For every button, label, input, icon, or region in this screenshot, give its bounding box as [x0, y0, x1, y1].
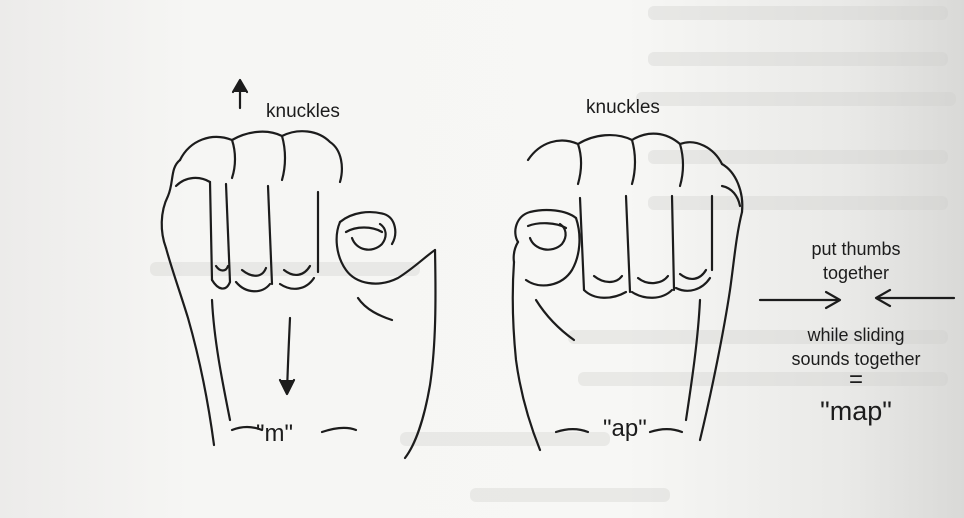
left-fist	[162, 131, 436, 458]
put-thumbs-label: put thumbs	[756, 238, 956, 260]
arrow-up-icon	[233, 80, 247, 108]
arrow-right-icon	[760, 292, 840, 308]
arrow-left-icon	[876, 290, 954, 306]
right-knuckles-label: knuckles	[586, 97, 660, 119]
map-result-label: "map"	[776, 396, 936, 427]
right-fist	[513, 134, 743, 450]
together-label: together	[756, 262, 956, 284]
left-knuckles-label: knuckles	[266, 101, 340, 123]
left-sound-label: "m"	[256, 420, 293, 448]
right-sound-label: "ap"	[603, 415, 647, 443]
arrow-down-icon	[280, 318, 294, 394]
equals-sign: =	[826, 366, 886, 394]
while-sliding-label: while sliding	[756, 324, 956, 346]
